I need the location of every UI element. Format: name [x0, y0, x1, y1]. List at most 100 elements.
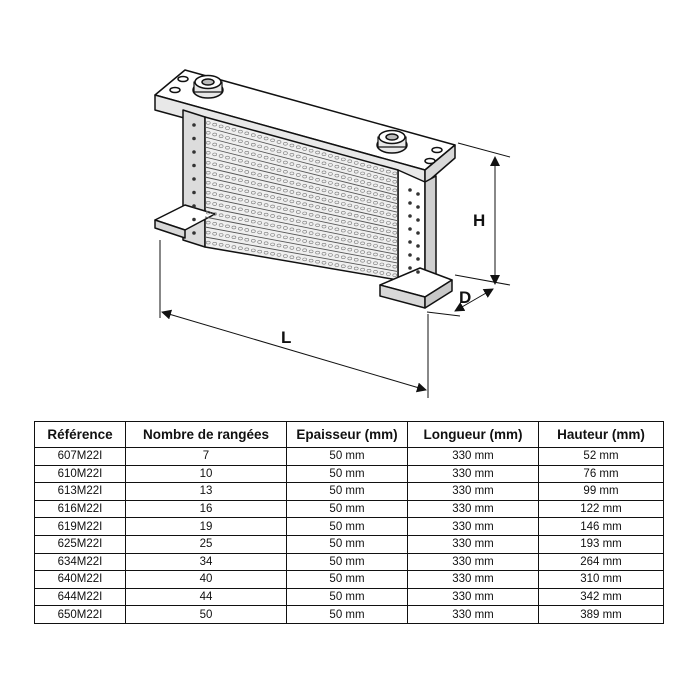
fin-dimple — [244, 228, 250, 232]
fin-dimple — [302, 257, 308, 262]
fin-dimple — [251, 143, 256, 147]
fin-dimple — [251, 191, 256, 195]
fin-dimple — [212, 182, 217, 186]
fin-dimple — [334, 173, 340, 178]
specifications-table: Référence Nombre de rangées Epaisseur (m… — [34, 421, 664, 624]
fin-dimple — [386, 272, 391, 276]
cell-height: 193 mm — [538, 534, 664, 554]
cell-reference: 644M22I — [34, 587, 126, 607]
fin-dimple — [315, 260, 320, 264]
fin-dimple — [321, 215, 327, 220]
fin-dimple — [340, 211, 346, 215]
fin-dimple — [238, 149, 243, 153]
fin-dimple — [373, 244, 378, 248]
fin-dimple — [257, 249, 263, 254]
fin-dimple — [392, 171, 398, 176]
fin-dimple — [360, 259, 365, 263]
fin-dimple — [295, 145, 301, 149]
fin-dimple — [283, 170, 288, 174]
fin-dimple — [308, 185, 314, 190]
fin-dimple — [231, 206, 237, 210]
cell-height: 264 mm — [538, 552, 664, 572]
fin-dimple — [270, 214, 275, 218]
table-row: 634M22I 34 50 mm 330 mm 264 mm — [34, 552, 664, 572]
fin-dimple — [289, 209, 295, 213]
fin-dimple — [360, 215, 365, 219]
fin-dimple — [263, 241, 269, 245]
fin-dimple — [340, 202, 346, 206]
fin-dimple — [283, 245, 288, 249]
fin-dimple — [283, 235, 288, 240]
fin-dimple — [295, 238, 301, 242]
side-bolt — [416, 192, 420, 196]
fin-dimple — [244, 209, 250, 213]
table-row: 613M22I 13 50 mm 330 mm 99 mm — [34, 482, 664, 501]
fin-dimple — [257, 230, 263, 235]
fin-dimple — [212, 222, 217, 226]
fin-dimple — [328, 235, 333, 239]
fin-dimple — [392, 188, 398, 193]
table-row: 650M22I 50 50 mm 330 mm 389 mm — [34, 605, 664, 624]
fin-dimple — [244, 151, 250, 155]
fin-dimple — [308, 176, 314, 180]
side-bolt — [192, 136, 196, 141]
fin-dimple — [244, 247, 250, 252]
fin-dimple — [218, 243, 224, 247]
cell-length: 330 mm — [407, 552, 539, 572]
fin-dimple — [353, 266, 359, 271]
fin-dimple — [334, 200, 340, 205]
fin-dimple — [205, 240, 211, 245]
fin-dimple — [366, 251, 372, 256]
fin-dimple — [386, 178, 391, 182]
fin-dimple — [283, 179, 288, 183]
fin-dimple — [295, 164, 301, 168]
fin-dimple — [366, 216, 372, 221]
fin-dimple — [212, 152, 217, 157]
fin-dimple — [302, 239, 308, 243]
fin-dimple — [321, 261, 327, 265]
fin-dimple — [263, 222, 269, 226]
fin-dimple — [334, 245, 340, 249]
fin-dimple — [251, 133, 256, 137]
fin-dimple — [289, 236, 295, 241]
fin-dimple — [347, 186, 353, 190]
fin-dimple — [392, 205, 398, 210]
fin-dimple — [205, 181, 211, 185]
fin-dimple — [340, 157, 346, 162]
fin-dimple — [353, 240, 359, 244]
fin-dimple — [392, 214, 398, 218]
fin-row-line — [204, 196, 399, 239]
fin-dimple — [263, 212, 269, 217]
fin-dimple — [212, 132, 217, 137]
fin-dimple — [263, 165, 269, 169]
fin-dimple — [238, 207, 243, 212]
fin-dimple — [340, 228, 346, 233]
fin-dimple — [321, 179, 327, 184]
fin-dimple — [238, 246, 243, 250]
cell-length: 330 mm — [407, 570, 539, 589]
fin-dimple — [379, 236, 385, 241]
fin-dimple — [218, 124, 224, 129]
fin-dimple — [218, 174, 224, 178]
fin-dimple — [238, 227, 243, 231]
fin-dimple — [340, 193, 346, 197]
fin-dimple — [295, 228, 301, 233]
fin-dimple — [379, 185, 385, 189]
fin-dimple — [225, 146, 230, 150]
fin-dimple — [283, 207, 288, 212]
column-header-reference: Référence — [34, 421, 126, 448]
fin-dimple — [379, 219, 385, 224]
fin-dimple — [251, 229, 256, 233]
fin-dimple — [244, 238, 250, 242]
fin-dimple — [392, 273, 398, 277]
fin-dimple — [321, 161, 327, 166]
fin-dimple — [353, 249, 359, 253]
fin-dimple — [263, 136, 269, 141]
fin-row-line — [204, 156, 399, 205]
cell-length: 330 mm — [407, 499, 539, 519]
fin-dimple — [328, 172, 333, 176]
fin-dimple — [205, 201, 211, 205]
fin-dimple — [366, 208, 372, 212]
fin-dimple — [366, 269, 372, 273]
fin-dimple — [231, 196, 237, 200]
